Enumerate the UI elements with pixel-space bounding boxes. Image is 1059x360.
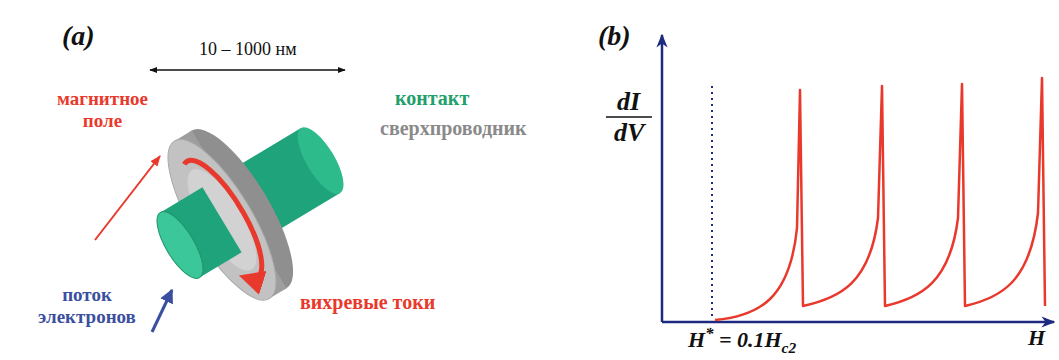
axis-label: H <box>1028 327 1045 349</box>
field-label: магнитное поле <box>45 88 160 132</box>
dimension-label: 10 – 1000 нм <box>199 40 297 58</box>
axis-label: dV <box>614 120 644 146</box>
dimension-arrow <box>150 69 345 71</box>
superconductor-face <box>149 125 295 314</box>
axis-label: dI <box>617 89 640 115</box>
threshold-line <box>711 86 713 318</box>
electron-arrow <box>152 290 172 332</box>
eddy-current-label: вихревые токи <box>300 292 435 312</box>
field-arrow <box>95 156 160 240</box>
x-axis <box>662 321 1054 324</box>
contact-label: контакт <box>395 88 469 108</box>
fraction-bar <box>606 116 652 118</box>
conductance-curve <box>715 78 1045 320</box>
y-axis <box>661 35 664 322</box>
front-contact-face <box>148 205 211 285</box>
panel-label: (a) <box>62 22 95 50</box>
threshold-label: H* = 0.1Hc2 <box>688 326 796 355</box>
eddy-current-arrow <box>181 150 276 282</box>
electron-flow-label: поток электронов <box>26 284 148 328</box>
superconductor-label: сверхпроводник <box>380 118 527 138</box>
back-contact-end <box>289 121 352 201</box>
panel-label: (b) <box>598 22 631 50</box>
